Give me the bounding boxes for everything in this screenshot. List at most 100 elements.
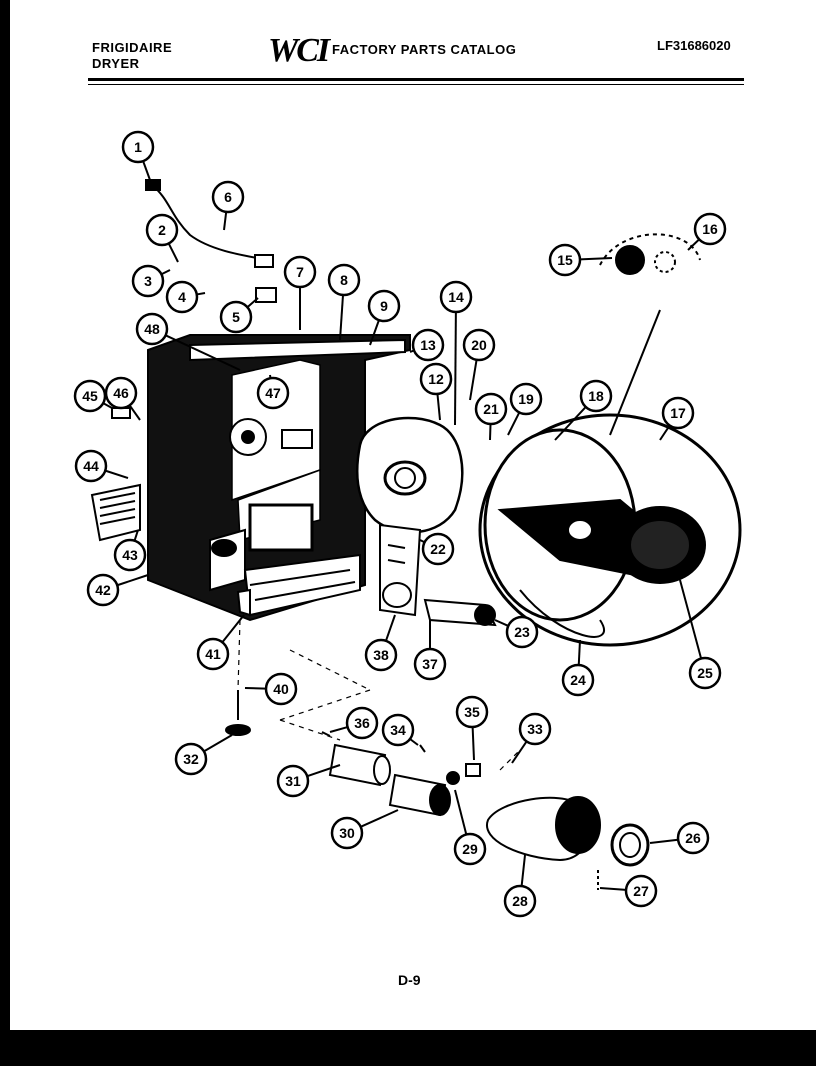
catalog-code: LF31686020 [657, 38, 731, 53]
callout-7: 7 [283, 255, 317, 330]
callout-bubble [509, 382, 543, 416]
callout-bubble [145, 213, 179, 247]
callout-46: 46 [104, 376, 141, 421]
callout-number: 1 [134, 139, 142, 155]
callout-number: 6 [224, 189, 232, 205]
callout-leader-line [469, 359, 478, 401]
callout-25: 25 [679, 579, 722, 690]
callout-bubble [624, 874, 658, 908]
callout-number: 37 [422, 656, 438, 672]
switch-part [111, 407, 131, 419]
callout-bubble [165, 280, 199, 314]
callout-bubble [661, 396, 695, 430]
callout-35: 35 [455, 695, 489, 761]
callout-4: 4 [165, 280, 206, 314]
callout-number: 32 [183, 751, 199, 767]
callout-6: 6 [211, 180, 245, 231]
callout-number: 18 [588, 388, 604, 404]
callout-13: 13 [409, 328, 445, 362]
callout-9: 9 [367, 289, 401, 346]
callout-bubble [367, 289, 401, 323]
header-rule [88, 78, 744, 81]
callout-45: 45 [73, 379, 113, 413]
callout-bubble [131, 264, 165, 298]
callout-number: 36 [354, 715, 370, 731]
callout-27: 27 [599, 874, 658, 908]
callout-leader-line [649, 838, 679, 844]
callout-number: 8 [340, 272, 348, 288]
callout-number: 3 [144, 273, 152, 289]
callout-number: 25 [697, 665, 713, 681]
callout-number: 22 [430, 541, 446, 557]
callout-number: 33 [527, 721, 543, 737]
callout-number: 42 [95, 582, 111, 598]
callout-leader-line [196, 292, 206, 296]
callout-bubble [548, 243, 582, 277]
callout-leader-line [203, 734, 233, 753]
callout-number: 35 [464, 704, 480, 720]
callout-bubble [135, 312, 169, 346]
callout-leader-line [223, 211, 228, 231]
callout-leader-line [454, 789, 468, 835]
callout-leader-line [246, 297, 259, 308]
callout-number: 19 [518, 391, 534, 407]
callout-36: 36 [329, 706, 379, 740]
callout-bubble [439, 280, 473, 314]
callout-bubble [330, 816, 364, 850]
callout-bubble [219, 300, 253, 334]
callout-leader-line [160, 269, 171, 276]
callout-34: 34 [381, 713, 419, 747]
callout-number: 15 [557, 252, 573, 268]
callout-leader-line [128, 404, 141, 421]
motor-parts-illustration [225, 690, 650, 890]
callout-number: 48 [144, 321, 160, 337]
callout-bubble [413, 647, 447, 681]
callout-5: 5 [219, 297, 259, 334]
callout-leader-line [102, 402, 113, 409]
callout-leader-line [167, 242, 179, 263]
callout-leader-line [142, 160, 151, 181]
exhaust-duct-illustration [423, 598, 497, 627]
callout-33: 33 [511, 712, 552, 764]
callout-17: 17 [659, 396, 695, 441]
callout-number: 34 [390, 722, 406, 738]
callout-leader-line [471, 726, 475, 761]
callout-number: 46 [113, 385, 129, 401]
callout-bubble [174, 742, 208, 776]
callout-leader-line [339, 294, 345, 341]
callout-bubble [264, 672, 298, 706]
callout-bubble [462, 328, 496, 362]
callout-bubble [561, 663, 595, 697]
callout-42: 42 [86, 573, 149, 607]
callout-number: 31 [285, 773, 301, 789]
callout-bubble [579, 379, 613, 413]
callout-18: 18 [554, 379, 613, 441]
callout-leader-line [409, 738, 419, 746]
callout-number: 2 [158, 222, 166, 238]
callout-number: 29 [462, 841, 478, 857]
callout-leader-line [306, 764, 341, 778]
header-product-info: FRIGIDAIRE DRYER [92, 40, 172, 72]
wci-logo: WCI [268, 32, 330, 69]
callout-2: 2 [145, 213, 179, 263]
callout-leader-line [599, 887, 627, 891]
product-name: DRYER [92, 56, 140, 71]
callout-number: 16 [702, 221, 718, 237]
callout-14: 14 [439, 280, 473, 426]
callout-bubble [73, 379, 107, 413]
callout-23: 23 [494, 615, 539, 649]
cabinet-illustration [147, 334, 411, 622]
callout-bubble [505, 615, 539, 649]
callout-leader-line [104, 469, 129, 479]
callout-15: 15 [548, 243, 613, 277]
callout-bubble [327, 263, 361, 297]
callout-number: 12 [428, 371, 444, 387]
callout-21: 21 [474, 392, 508, 441]
catalog-title: FACTORY PARTS CATALOG [332, 42, 517, 57]
callout-bubble [74, 449, 108, 483]
callout-leader-line [494, 619, 509, 627]
blower-housing-illustration [356, 416, 464, 617]
callout-number: 9 [380, 298, 388, 314]
